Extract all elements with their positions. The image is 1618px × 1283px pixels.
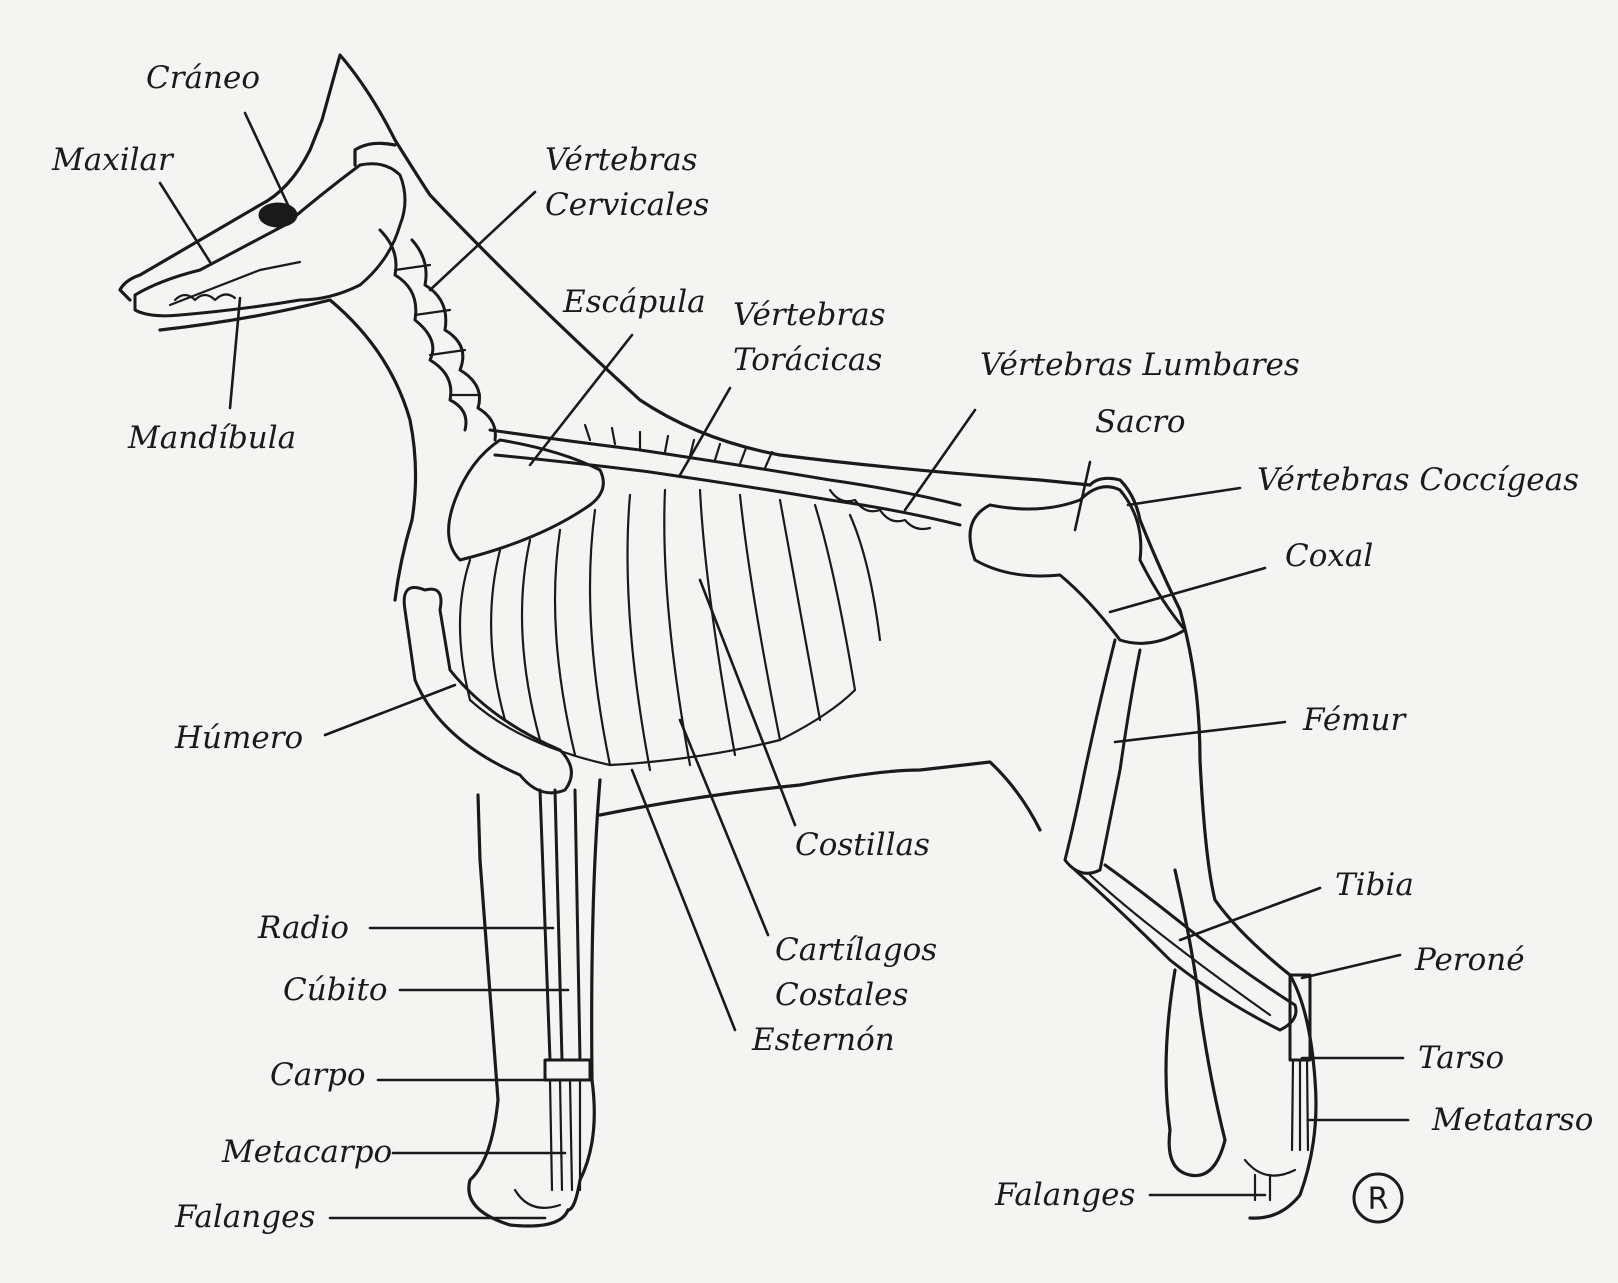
- leader-cervicales: [430, 192, 535, 290]
- leader-humero: [325, 685, 455, 735]
- skull: [135, 164, 405, 316]
- label-metatarso: Metatarso: [1431, 1102, 1593, 1138]
- leader-costillas: [700, 580, 795, 825]
- ribs: [460, 490, 880, 770]
- registered-mark-letter: R: [1368, 1182, 1389, 1217]
- leader-lumbares: [905, 410, 975, 510]
- label-cartilagos-line2: Costales: [775, 977, 908, 1013]
- leader-sacro: [1075, 462, 1090, 530]
- pelvis-hind-limb: [970, 487, 1310, 1200]
- leader-tibia: [1180, 888, 1320, 940]
- label-esternon: Esternón: [751, 1022, 895, 1058]
- label-mandibula: Mandíbula: [127, 420, 296, 456]
- label-falanges-hind: Falanges: [994, 1177, 1135, 1213]
- label-tarso: Tarso: [1418, 1040, 1504, 1076]
- label-craneo: Cráneo: [146, 60, 260, 96]
- leader-coxal: [1110, 568, 1265, 612]
- registered-mark: R: [1354, 1174, 1402, 1222]
- leader-craneo: [245, 113, 288, 205]
- label-tibia: Tibia: [1335, 867, 1414, 903]
- label-femur: Fémur: [1302, 702, 1408, 738]
- label-cervicales-line2: Cervicales: [545, 187, 709, 223]
- label-cartilagos-line1: Cartílagos: [775, 932, 937, 968]
- dog-outline: [120, 55, 1316, 1226]
- leader-coccigeas: [1128, 488, 1240, 505]
- label-cubito: Cúbito: [283, 972, 388, 1008]
- label-coxal: Coxal: [1285, 538, 1373, 574]
- label-coccigeas: Vértebras Coccígeas: [1257, 462, 1579, 498]
- label-sacro: Sacro: [1095, 404, 1186, 440]
- label-toracicas-line1: Vértebras: [733, 297, 886, 333]
- label-lumbares: Vértebras Lumbares: [980, 347, 1300, 383]
- label-radio: Radio: [257, 910, 349, 946]
- label-maxilar: Maxilar: [51, 142, 175, 178]
- cervical-vertebrae: [380, 230, 495, 440]
- label-metacarpo: Metacarpo: [221, 1134, 392, 1170]
- leader-escapula: [530, 335, 632, 465]
- label-carpo: Carpo: [270, 1057, 366, 1093]
- label-toracicas-line2: Torácicas: [733, 342, 882, 378]
- label-escapula: Escápula: [562, 284, 706, 320]
- leader-perone: [1302, 955, 1400, 978]
- label-humero: Húmero: [174, 720, 303, 756]
- label-perone: Peroné: [1414, 942, 1525, 978]
- leader-esternon: [632, 770, 735, 1030]
- label-costillas: Costillas: [795, 827, 930, 863]
- label-falanges-front: Falanges: [174, 1199, 315, 1235]
- leader-mandibula: [230, 298, 240, 408]
- label-cervicales-line1: Vértebras: [545, 142, 698, 178]
